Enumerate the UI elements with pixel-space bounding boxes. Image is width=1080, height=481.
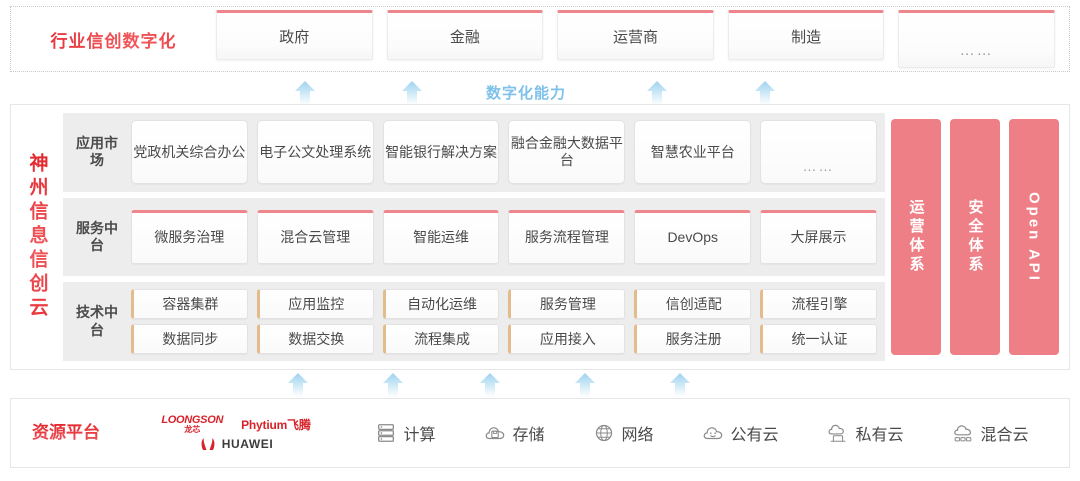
resource-item-hybrid-cloud-label: 混合云 (980, 427, 1029, 444)
pillar-open-api[interactable]: Open API (1009, 119, 1059, 355)
app-cell-gov-office[interactable]: 党政机关综合办公 (131, 120, 248, 185)
tech-cell-process-integration[interactable]: 流程集成 (382, 324, 500, 355)
app-cell-finance-bigdata[interactable]: 融合金融大数据平台 (508, 120, 626, 185)
svc-cell-large-screen-display[interactable]: 大屏展示 (760, 210, 877, 264)
up-arrow-icon (637, 80, 677, 106)
pillar-operation-system[interactable]: 运营体系 (891, 119, 941, 355)
up-arrow-icon (285, 80, 325, 106)
tech-cell-automated-ops[interactable]: 自动化运维 (382, 289, 500, 320)
up-arrow-icon (565, 372, 605, 398)
svc-cell-microservice-governance[interactable]: 微服务治理 (131, 210, 248, 264)
cloud-layer-list: 应用市场 党政机关综合办公 电子公文处理系统 智能银行解决方案 融合金融大数据平… (63, 105, 891, 369)
tech-cell-data-exchange[interactable]: 数据交换 (256, 324, 374, 355)
industry-band-title: 行业信创数字化 (11, 27, 216, 52)
vendor-logo-row-1: LOONGSON 龙芯 Phytium飞腾 (161, 415, 311, 434)
svc-cell-service-process-management[interactable]: 服务流程管理 (508, 210, 626, 264)
technology-row-2: 数据同步 数据交换 流程集成 应用接入 服务注册 统一认证 (131, 324, 877, 355)
resource-item-storage[interactable]: 存储 (484, 421, 545, 445)
loongson-logo-text-cn: 龙芯 (184, 425, 201, 434)
app-cell-smart-bank[interactable]: 智能银行解决方案 (382, 120, 500, 185)
svc-cell-devops[interactable]: DevOps (634, 210, 752, 264)
capability-label: 数字化能力 (486, 85, 567, 102)
up-arrow-icon (660, 372, 700, 398)
industry-box-more[interactable]: …… (898, 10, 1055, 68)
huawei-petal-icon (201, 438, 215, 450)
vendor-logo-group: LOONGSON 龙芯 Phytium飞腾 HUAWEI (121, 415, 351, 452)
resource-item-hybrid-cloud[interactable]: 混合云 (952, 421, 1029, 445)
tech-cell-unified-auth[interactable]: 统一认证 (760, 324, 877, 355)
layer-label-service-platform: 服务中台 (76, 219, 118, 254)
resource-item-network-label: 网络 (621, 427, 654, 444)
technology-platform-cells: 容器集群 应用监控 自动化运维 服务管理 信创适配 流程引擎 数据同步 数据交换… (131, 289, 877, 355)
layer-label-technology-platform: 技术中台 (76, 304, 118, 338)
up-arrow-icon (373, 372, 413, 398)
tech-cell-process-engine[interactable]: 流程引擎 (760, 289, 877, 320)
resource-item-public-cloud[interactable]: 公有云 (702, 421, 779, 445)
cloud-pillar-list: 运营体系 安全体系 Open API (891, 105, 1069, 369)
capability-arrow-strip-top: 数字化能力 (0, 80, 1080, 106)
pillar-open-api-label: Open API (1025, 191, 1043, 283)
svc-cell-intelligent-ops[interactable]: 智能运维 (382, 210, 500, 264)
industry-box-government[interactable]: 政府 (216, 10, 373, 60)
tech-cell-service-registration[interactable]: 服务注册 (634, 324, 752, 355)
resource-item-network[interactable]: 网络 (593, 421, 654, 445)
resource-item-storage-label: 存储 (512, 427, 545, 444)
vendor-logo-row-2: HUAWEI (199, 437, 274, 451)
resource-platform-panel: 资源平台 LOONGSON 龙芯 Phytium飞腾 HUAWEI (10, 398, 1070, 468)
layer-label-application-market: 应用市场 (76, 134, 118, 169)
tech-cell-app-access[interactable]: 应用接入 (508, 324, 626, 355)
private-cloud-icon (828, 424, 846, 442)
app-cell-e-document[interactable]: 电子公文处理系统 (256, 120, 374, 185)
resource-item-compute-label: 计算 (403, 427, 436, 444)
cloud-platform-panel: 神州信息信创云 应用市场 党政机关综合办公 电子公文处理系统 智能银行解决方案 … (10, 104, 1070, 370)
tech-cell-app-monitoring[interactable]: 应用监控 (256, 289, 374, 320)
resource-item-compute[interactable]: 计算 (375, 421, 436, 445)
resource-arrow-strip-bottom (0, 372, 1080, 398)
layer-service-platform: 服务中台 微服务治理 混合云管理 智能运维 服务流程管理 DevOps 大屏展示 (63, 197, 885, 277)
app-cell-smart-agriculture[interactable]: 智慧农业平台 (634, 120, 752, 185)
resource-item-private-cloud-label: 私有云 (855, 427, 904, 444)
resource-item-private-cloud[interactable]: 私有云 (827, 421, 904, 445)
industry-box-telecom[interactable]: 运营商 (557, 10, 714, 60)
resource-item-public-cloud-label: 公有云 (730, 427, 779, 444)
up-arrow-icon (470, 372, 510, 398)
layer-technology-platform: 技术中台 容器集群 应用监控 自动化运维 服务管理 信创适配 流程引擎 数据同步… (63, 282, 885, 362)
pillar-security-system-label: 安全体系 (966, 199, 984, 275)
hybrid-cloud-icon (954, 425, 972, 442)
industry-box-list: 政府 金融 运营商 制造 …… (216, 10, 1069, 68)
loongson-logo-text-en: LOONGSON (161, 414, 224, 426)
public-cloud-icon (704, 427, 723, 440)
pillar-security-system[interactable]: 安全体系 (950, 119, 1000, 355)
industry-box-finance[interactable]: 金融 (386, 10, 544, 60)
technology-row-1: 容器集群 应用监控 自动化运维 服务管理 信创适配 流程引擎 (131, 289, 877, 320)
tech-cell-xinchuang-adaptation[interactable]: 信创适配 (634, 289, 752, 320)
service-platform-cells: 微服务治理 混合云管理 智能运维 服务流程管理 DevOps 大屏展示 (131, 210, 877, 264)
application-market-cells: 党政机关综合办公 电子公文处理系统 智能银行解决方案 融合金融大数据平台 智慧农… (131, 120, 877, 185)
cloud-vertical-title-text: 神州信息信创云 (24, 153, 51, 321)
server-rack-icon (378, 424, 395, 442)
resource-platform-title: 资源平台 (11, 422, 121, 443)
loongson-logo: LOONGSON 龙芯 (161, 415, 223, 434)
network-icon (596, 424, 613, 442)
cloud-vertical-title: 神州信息信创云 (11, 105, 63, 369)
up-arrow-icon (278, 372, 318, 398)
huawei-logo-text: HUAWEI (221, 437, 274, 451)
phytium-logo: Phytium飞腾 (241, 418, 311, 432)
huawei-logo: HUAWEI (199, 437, 274, 451)
industry-box-manufacturing[interactable]: 制造 (727, 10, 885, 60)
tech-cell-data-sync[interactable]: 数据同步 (131, 324, 248, 355)
cloud-storage-icon (486, 427, 505, 440)
app-cell-more[interactable]: …… (760, 120, 877, 185)
pillar-operation-system-label: 运营体系 (907, 199, 925, 275)
tech-cell-service-management[interactable]: 服务管理 (508, 289, 626, 320)
layer-application-market: 应用市场 党政机关综合办公 电子公文处理系统 智能银行解决方案 融合金融大数据平… (63, 113, 885, 192)
industry-band: 行业信创数字化 政府 金融 运营商 制造 …… (10, 6, 1070, 72)
resource-item-list: 计算 存储 网络 (351, 421, 1069, 445)
svc-cell-hybrid-cloud-management[interactable]: 混合云管理 (256, 210, 374, 264)
tech-cell-container-cluster[interactable]: 容器集群 (131, 289, 248, 320)
up-arrow-icon (392, 80, 432, 106)
up-arrow-icon (745, 80, 785, 106)
